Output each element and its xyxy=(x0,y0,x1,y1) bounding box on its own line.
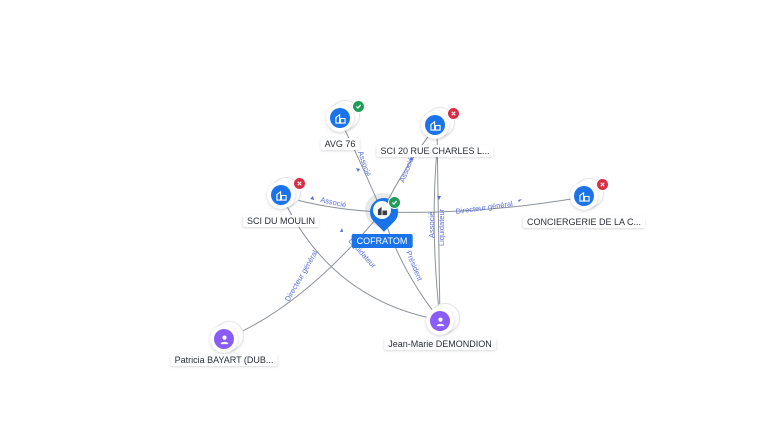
node-label: CONCIERGERIE DE LA C... xyxy=(522,216,646,228)
status-closed-icon xyxy=(596,178,609,191)
status-ok-icon xyxy=(352,100,365,113)
edge-center-conciergerie xyxy=(381,196,584,213)
node-label: SCI DU MOULIN xyxy=(242,215,320,227)
edge-jeanmarie-sci20-a xyxy=(436,127,441,321)
node-disc xyxy=(210,325,238,353)
company-icon xyxy=(425,115,445,135)
company-icon xyxy=(574,186,594,206)
node-label: AVG 76 xyxy=(320,138,360,150)
status-closed-icon xyxy=(447,107,460,120)
node-disc xyxy=(326,104,354,132)
edge-jeanmarie-sci20-b xyxy=(433,149,441,321)
edge-label-conciergerie: Directeur général xyxy=(455,199,514,216)
node-disc xyxy=(421,111,449,139)
building-icon xyxy=(373,201,391,219)
status-closed-icon xyxy=(293,177,306,190)
node-label: Patricia BAYART (DUB... xyxy=(170,354,278,366)
edge-label-avg76: Associé xyxy=(356,150,373,178)
node-disc xyxy=(426,307,454,335)
node-disc xyxy=(570,182,598,210)
node-label: Jean-Marie DEMONDION xyxy=(384,338,496,350)
person-icon xyxy=(430,311,450,331)
company-icon xyxy=(330,108,350,128)
edge-arrow-sci20 xyxy=(410,156,413,160)
edge-arrow-jeanmarie-sci20 xyxy=(437,196,441,200)
edge-arrow-avg76 xyxy=(356,168,360,172)
edge-arrow-conciergerie xyxy=(518,199,522,202)
edge-arrow-patricia xyxy=(340,228,343,232)
node-label: SCI 20 RUE CHARLES L... xyxy=(376,145,494,157)
person-icon xyxy=(214,329,234,349)
company-icon xyxy=(271,185,291,205)
edge-arrow-scimoulin xyxy=(310,196,314,200)
edge-label-associe-sci20: Associé xyxy=(427,212,436,238)
edge-label-patricia: Directeur général xyxy=(283,248,320,303)
edge-label-sci20: Associé xyxy=(398,156,416,184)
center-node-label: COFRATOM xyxy=(351,234,413,248)
edge-label-president: Président xyxy=(404,249,425,283)
node-disc xyxy=(267,181,295,209)
edge-label-liquidateur-sci20: Liquidateur xyxy=(437,208,446,246)
status-ok-icon xyxy=(388,196,401,209)
